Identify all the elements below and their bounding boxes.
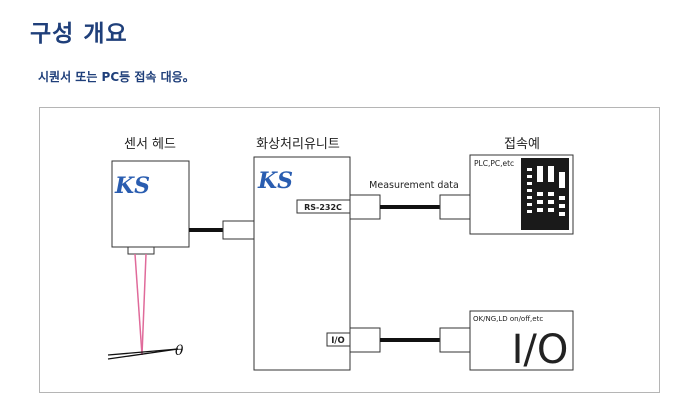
target-surface bbox=[107, 348, 179, 356]
io-connector bbox=[349, 327, 381, 353]
io-big-label: I/O bbox=[512, 327, 569, 373]
io-device-connector bbox=[439, 327, 471, 353]
measurement-data-label: Measurement data bbox=[369, 180, 459, 191]
io-device-box bbox=[469, 310, 574, 371]
svg-text:KS: KS bbox=[114, 173, 150, 199]
rs232c-connector bbox=[349, 194, 381, 220]
io-port-label: I/O bbox=[331, 336, 345, 346]
laser-beam-left bbox=[134, 253, 143, 356]
io-device-label: OK/NG,LD on/off,etc bbox=[473, 315, 543, 323]
target-surface-tilted bbox=[107, 348, 179, 360]
connection-example-label: 접속예 bbox=[504, 137, 540, 152]
plc-connector bbox=[439, 194, 471, 220]
plc-label: PLC,PC,etc bbox=[474, 159, 514, 168]
rs232c-label: RS-232C bbox=[304, 203, 342, 212]
unit-logo-icon: KS bbox=[257, 168, 293, 194]
sensor-connector bbox=[222, 220, 256, 240]
theta-label: θ bbox=[175, 343, 184, 359]
page-title: 구성 개요 bbox=[30, 21, 128, 47]
sensor-lens bbox=[127, 246, 155, 255]
plc-module-icon bbox=[521, 158, 569, 230]
diagram-canvas: 센서 헤드 화상처리유니트 접속예 KS θ KS RS-232C Measu bbox=[107, 137, 574, 373]
configuration-diagram: 센서 헤드 화상처리유니트 접속예 KS θ KS RS-232C Measu bbox=[39, 107, 660, 393]
laser-beam-right bbox=[141, 253, 147, 356]
sensor-logo-icon: KS bbox=[114, 173, 150, 199]
svg-text:KS: KS bbox=[257, 168, 293, 194]
sensor-head-label: 센서 헤드 bbox=[124, 137, 176, 152]
sensor-head-box bbox=[111, 160, 190, 248]
processing-unit-label: 화상처리유니트 bbox=[256, 137, 340, 152]
page-subtitle: 시퀀서 또는 PC등 접속 대응。 bbox=[38, 70, 195, 84]
